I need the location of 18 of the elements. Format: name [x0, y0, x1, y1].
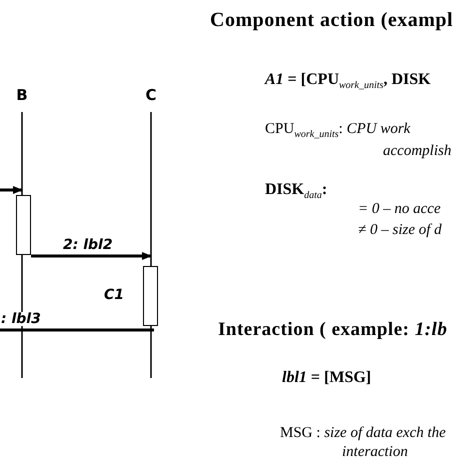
lifeline-label: B: [2, 88, 42, 103]
activation-label: C1: [104, 288, 124, 302]
activation-bar: [143, 266, 158, 326]
formula-text: A1 = [CPU$_{work_units}$, DISK: [265, 70, 431, 93]
message-arrow: [31, 252, 152, 260]
formula-text: lbl1 = [MSG]: [282, 368, 372, 388]
definition-text: CPU$_{work_units}$: CPU work accomplish: [265, 120, 452, 160]
definition-text: ≠ 0 – size of d: [358, 221, 442, 240]
definition-text: DISK$_{data}$:: [265, 180, 328, 203]
lifeline-label: C: [131, 88, 171, 103]
definition-text: = 0 – no acce: [358, 200, 441, 219]
activation-bar: [16, 195, 31, 255]
definition-text: MSG : size of data exch the interaction: [280, 424, 447, 462]
message-label: : lbl3: [0, 312, 42, 326]
section-heading: Component action (exampl: [210, 8, 454, 33]
message-label: 2: lbl2: [62, 238, 114, 252]
message-arrow: [0, 186, 23, 194]
section-heading: Interaction ( example: 1:lb: [218, 318, 448, 342]
